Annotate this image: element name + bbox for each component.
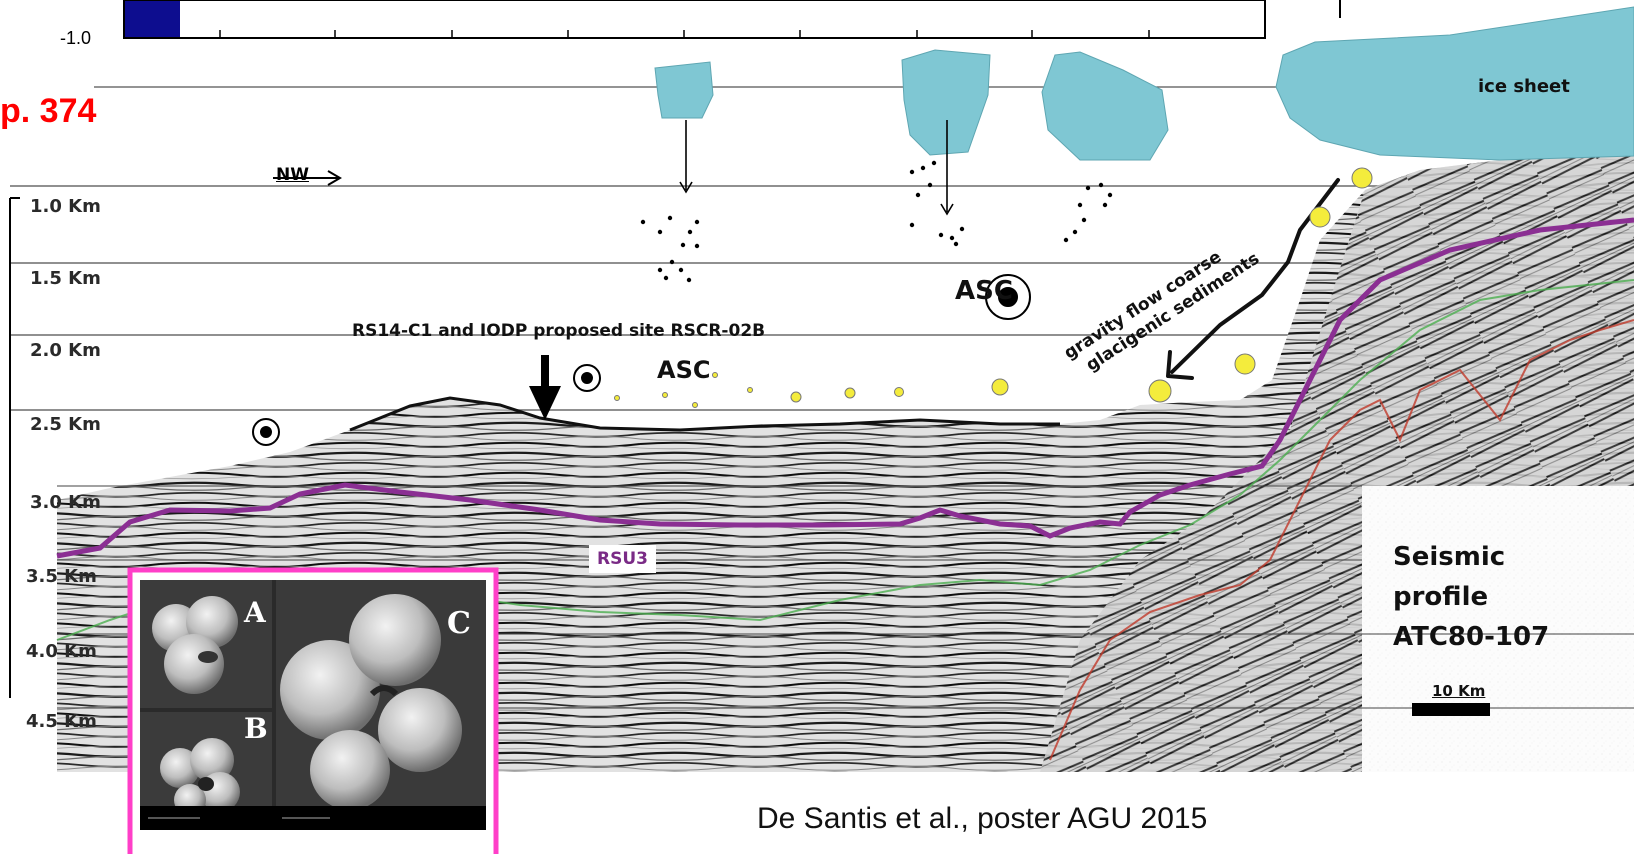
rsu3-horizon	[56, 217, 1634, 559]
depth-label-2-5: 2.5 Km	[30, 414, 101, 435]
colorbar-chart-fragment	[123, 0, 1341, 39]
depth-label-4-0: 4.0 Km	[26, 641, 97, 662]
profile-title: Seismic profile ATC80-107	[1393, 537, 1549, 657]
rsu3-horizon-label: RSU3	[589, 545, 656, 573]
profile-title-line-1: Seismic	[1393, 542, 1506, 572]
colorbar-axis-label: -1.0	[60, 28, 92, 48]
ice-sheet-shape	[1275, 6, 1634, 161]
depth-label-1-0: 1.0 Km	[30, 196, 101, 217]
site-location-arrow	[529, 355, 561, 420]
depth-label-3-0: 3.0 Km	[30, 492, 101, 513]
depth-ruler	[9, 197, 20, 698]
depth-label-2-0: 2.0 Km	[30, 340, 101, 361]
foraminifera-inset	[127, 567, 499, 854]
coarse-sediment-dots	[614, 167, 1373, 408]
depth-label-3-5: 3.5 Km	[26, 566, 97, 587]
iceberg-2	[901, 49, 991, 156]
depth-label-1-5: 1.5 Km	[30, 268, 101, 289]
foraminifera-b	[160, 738, 240, 816]
gravity-flow-arrow	[1166, 178, 1340, 380]
iceberg-3	[1041, 51, 1169, 161]
profile-title-line-3: ATC80-107	[1393, 622, 1550, 652]
ice-sheet-label: ice sheet	[1478, 76, 1570, 97]
inset-label-a: A	[244, 596, 266, 629]
expedition-label: p. 374	[0, 92, 97, 130]
scale-bar	[1412, 703, 1490, 716]
iceberg-1	[654, 61, 714, 119]
asc-label-lower: ASC	[657, 356, 711, 384]
citation: De Santis et al., poster AGU 2015	[757, 802, 1208, 835]
inset-label-c: C	[447, 606, 471, 641]
inset-label-b: B	[244, 712, 268, 745]
foraminifera-a	[152, 596, 238, 694]
iceberg-drop-arrows	[679, 120, 954, 216]
core-site-markers	[252, 274, 1031, 446]
depth-label-4-5: 4.5 Km	[26, 711, 97, 732]
red-horizon	[1049, 319, 1634, 761]
profile-title-line-2: profile	[1393, 582, 1489, 612]
scale-bar-label: 10 Km	[1432, 682, 1486, 700]
ice-rafted-debris	[640, 160, 1113, 283]
site-label: RS14-C1 and IODP proposed site RSCR-02B	[352, 321, 766, 341]
asc-label-upper: ASC	[955, 276, 1013, 306]
direction-label: NW	[276, 165, 309, 185]
nw-direction-arrow	[273, 170, 342, 186]
foraminifera-c	[280, 594, 462, 810]
